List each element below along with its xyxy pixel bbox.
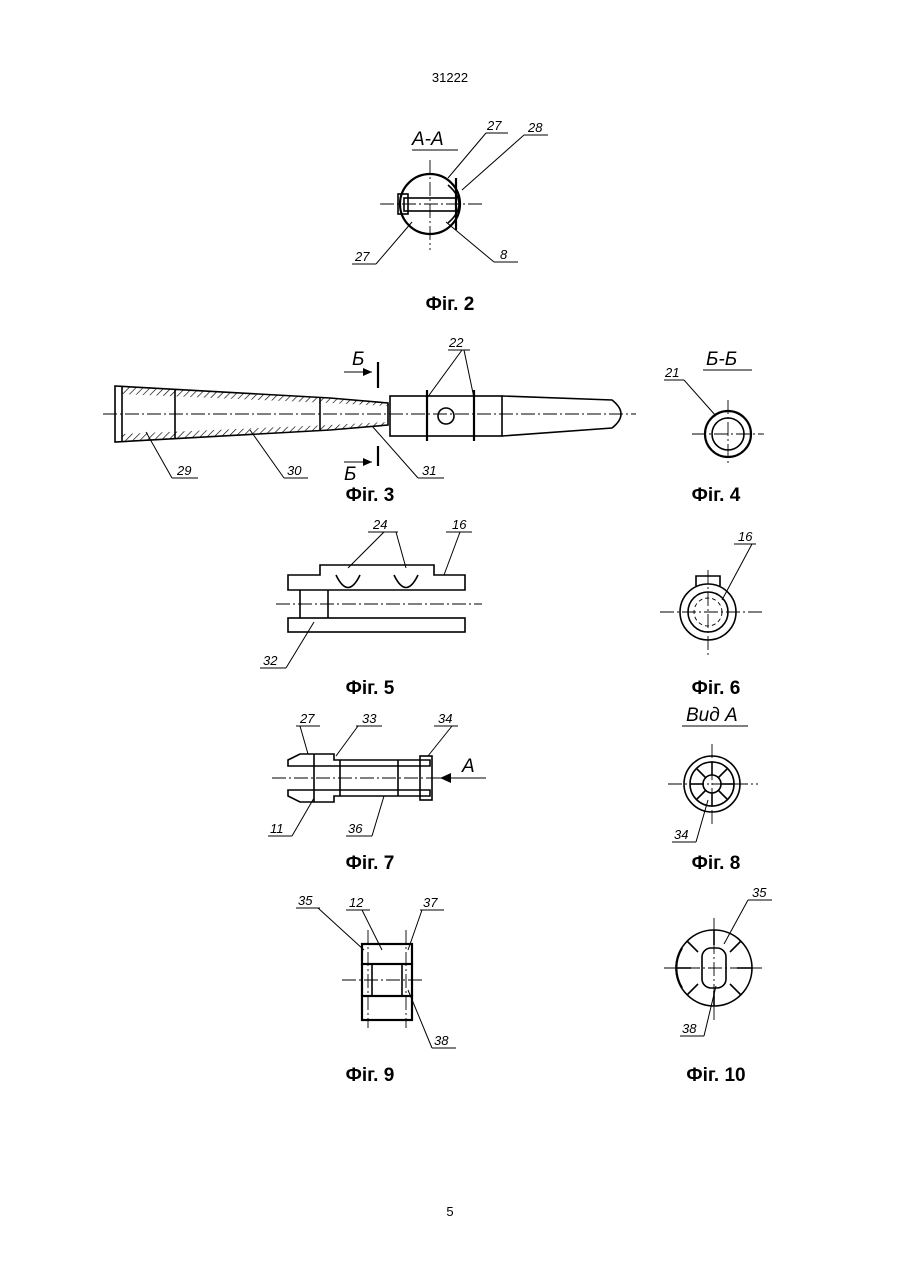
- fig7-label-11: 11: [270, 821, 284, 836]
- fig10-label-38: 38: [682, 1021, 697, 1036]
- fig4-label-21: 21: [664, 365, 679, 380]
- fig5-wall-top: [288, 565, 465, 590]
- fig3-sleeve: [390, 396, 502, 436]
- figure-5: 24 16 32 Фіг. 5: [260, 517, 482, 699]
- fig5-caption: Фіг. 5: [346, 678, 395, 699]
- fig9-ring-top: [362, 944, 412, 964]
- fig2-label-27a: 27: [486, 118, 502, 133]
- fig9-label-37: 37: [423, 895, 438, 910]
- fig2-leader-28: [462, 135, 524, 190]
- fig4-caption: Фіг. 4: [692, 485, 741, 506]
- fig3-hole: [438, 408, 454, 424]
- figure-4: Б-Б 21 Фіг. 4: [664, 349, 764, 506]
- fig7-label-27: 27: [299, 711, 315, 726]
- fig3-label-30: 30: [287, 463, 302, 478]
- fig5-wall-bottom: [288, 618, 465, 632]
- fig3-label-22: 22: [448, 335, 464, 350]
- fig3-label-29: 29: [176, 463, 191, 478]
- fig3-section-mark-bottom: Б: [344, 464, 356, 485]
- figure-9: 35 12 37 38 Фіг. 9: [296, 893, 456, 1086]
- figure-2: А-А 27 28 27 8 Фіг. 2: [352, 118, 548, 315]
- fig2-label-28: 28: [527, 120, 543, 135]
- fig8-caption: Фіг. 8: [692, 853, 741, 874]
- fig6-caption: Фіг. 6: [692, 678, 741, 699]
- fig7-label-33: 33: [362, 711, 377, 726]
- fig2-label-27b: 27: [354, 249, 370, 264]
- fig7-label-34: 34: [438, 711, 452, 726]
- fig10-caption: Фіг. 10: [686, 1065, 745, 1086]
- fig5-label-24: 24: [372, 517, 387, 532]
- fig2-section-label: А-А: [411, 129, 444, 150]
- fig7-label-36: 36: [348, 821, 363, 836]
- fig4-section-label: Б-Б: [706, 349, 737, 370]
- fig3-rod-tip: [502, 396, 621, 436]
- figure-3: Б Б 22 29 30 31 Фіг. 3: [103, 335, 636, 506]
- fig3-caption: Фіг. 3: [346, 485, 395, 506]
- fig7-wall-bottom: [288, 790, 430, 802]
- fig9-label-38: 38: [434, 1033, 449, 1048]
- fig5-label-16: 16: [452, 517, 467, 532]
- fig2-label-8: 8: [500, 247, 508, 262]
- fig9-label-35: 35: [298, 893, 313, 908]
- fig2-leader-8: [446, 222, 494, 262]
- fig6-label-16: 16: [738, 529, 753, 544]
- figure-7: А 27 33 34 11 36 Фіг. 7: [268, 711, 486, 874]
- figure-10: 35 38 Фіг. 10: [664, 885, 772, 1086]
- fig5-label-32: 32: [263, 653, 278, 668]
- fig2-caption: Фіг. 2: [426, 294, 475, 315]
- fig10-label-35: 35: [752, 885, 767, 900]
- fig2-leader-27b: [376, 222, 412, 264]
- fig9-ring-bottom: [362, 996, 412, 1020]
- fig3-section-mark-top: Б: [352, 349, 364, 370]
- fig3-wall-top: [122, 387, 388, 406]
- fig2-leader-27a: [448, 133, 486, 178]
- fig9-label-12: 12: [349, 895, 364, 910]
- fig3-wall-bottom: [122, 422, 388, 441]
- fig7-view-mark: А: [461, 756, 475, 777]
- figure-8: Вид А 34 Фіг. 8: [668, 705, 758, 874]
- figure-6: 16 Фіг. 6: [660, 529, 765, 699]
- fig7-caption: Фіг. 7: [346, 853, 395, 874]
- fig7-wall-top: [288, 754, 430, 766]
- fig3-label-31: 31: [422, 463, 436, 478]
- fig9-caption: Фіг. 9: [346, 1065, 395, 1086]
- fig8-label-34: 34: [674, 827, 688, 842]
- fig8-view-label: Вид А: [686, 705, 738, 726]
